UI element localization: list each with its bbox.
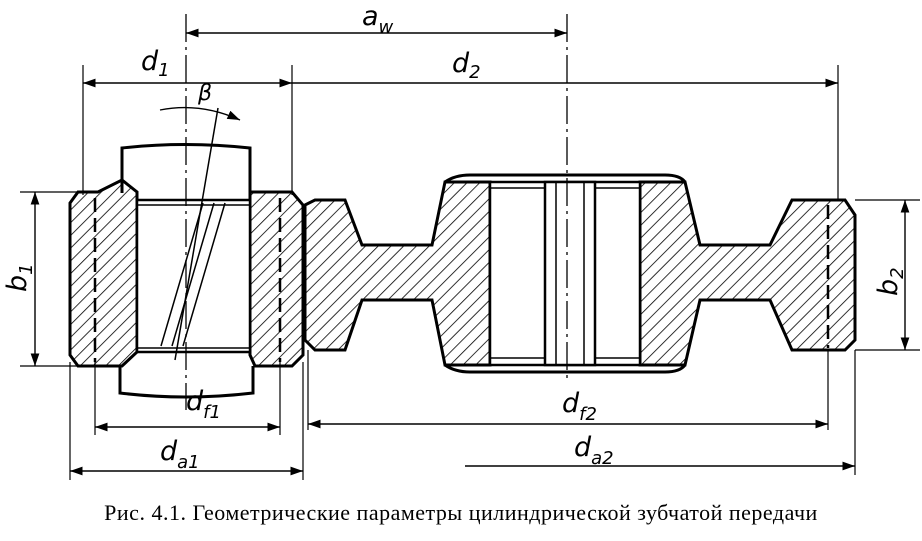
label-d2: d2 (452, 48, 481, 83)
wheel-section-right (638, 180, 857, 367)
beta-arc (159, 106, 241, 121)
wheel-hub-outline (444, 173, 687, 374)
label-aw: aw (362, 1, 394, 38)
figure-caption: Рис. 4.1. Геометрические параметры цилин… (104, 500, 818, 525)
extension-lines (20, 65, 920, 480)
label-d1: d1 (141, 46, 170, 81)
pinion-rim-right (248, 190, 305, 368)
pinion-bore (135, 198, 252, 354)
dimension-lines (30, 28, 910, 476)
label-df1: df1 (186, 386, 221, 423)
gear-wheel (303, 173, 857, 374)
gear-pair-drawing: aw d1 d2 β b1 b2 df1 df2 da1 da2 (2, 1, 920, 480)
label-b2: b2 (873, 267, 908, 296)
label-beta: β (197, 81, 212, 106)
pinion-rim-left (68, 178, 139, 368)
pinion (68, 107, 305, 399)
wheel-section-left (303, 180, 492, 367)
wheel-keyway (543, 180, 597, 367)
label-da2: da2 (574, 432, 614, 469)
label-da1: da1 (160, 436, 200, 473)
dimension-labels: aw d1 d2 β b1 b2 df1 df2 da1 da2 (2, 1, 908, 473)
label-b1: b1 (2, 263, 37, 292)
label-df2: df2 (562, 388, 597, 425)
